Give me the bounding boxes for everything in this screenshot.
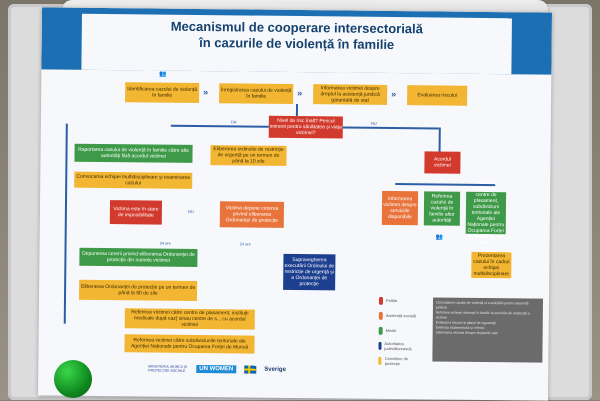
flow-box-inform: Informarea victimei despre dreptul la as… bbox=[313, 84, 388, 105]
sweden-logo: Sverige bbox=[264, 366, 286, 373]
legend: Poliția Asistență socială Medic Autorita… bbox=[378, 293, 419, 368]
flow-box-file-request: Depunerea cererii privind eliberarea Ord… bbox=[79, 247, 198, 267]
poster-title: Mecanismul de cooperare intersectorială … bbox=[82, 18, 512, 55]
legend-item: Poliția bbox=[378, 293, 419, 308]
people-icon: 👥 bbox=[435, 234, 443, 241]
flow-box-emergency-order: Eliberarea ordinului de restricție de ur… bbox=[210, 145, 287, 166]
flow-box-consent: Acordul victimei bbox=[424, 151, 461, 174]
unwomen-logo: UN WOMEN bbox=[196, 364, 237, 374]
flow-box-convene: Convocarea echipei multidisciplinare și … bbox=[74, 171, 193, 189]
flow-box-register: Înregistrarea cazului de violență în fam… bbox=[219, 83, 294, 104]
legend-item: Asistență socială bbox=[378, 308, 419, 323]
poster: Mecanismul de cooperare intersectorială … bbox=[37, 7, 553, 401]
flow-box-issue-order: Eliberarea Ordonanței de protecție pe un… bbox=[78, 279, 198, 301]
note-line: Informarea victimei despre drepturile sa… bbox=[435, 330, 498, 336]
flow-box-present-case: Prezentarea cazului în cadrul echipei mu… bbox=[471, 251, 512, 279]
flow-box-supervision: Supravegherea executării Ordinului de re… bbox=[283, 253, 336, 291]
flow-box-report: Raportarea cazului de violență în famili… bbox=[74, 143, 193, 163]
green-magnet bbox=[54, 360, 92, 398]
arrow-right-icon: » bbox=[203, 87, 209, 98]
time-label: 24 ore bbox=[159, 240, 171, 246]
legend-item: Consiliere de protecție bbox=[378, 353, 418, 368]
flow-box-referral-employment: Referirea victimei către subdiviziunile … bbox=[124, 334, 255, 354]
risk-question-box: Nivel de risc înalt? Pericol iminent pen… bbox=[268, 115, 343, 139]
flow-box-inform-services: Informarea victimei despre serviciile di… bbox=[381, 190, 419, 226]
arrow-right-icon: » bbox=[297, 88, 303, 99]
no-label-small: NU bbox=[187, 208, 194, 214]
flow-box-referral-shelter: Referirea victimei către centre de plasa… bbox=[124, 308, 255, 330]
notes-panel: Constatarea cazului de violență și a sol… bbox=[432, 297, 544, 363]
people-icon: 👥 bbox=[159, 71, 166, 78]
legend-item: Medic bbox=[378, 323, 419, 338]
sweden-flag-icon bbox=[244, 365, 257, 374]
flow-box-risk-eval: Evaluarea riscului bbox=[407, 85, 468, 106]
time-label: 24 ore bbox=[239, 241, 251, 247]
legend-item: Autoritatea judecătorească bbox=[378, 338, 418, 353]
ministry-logo: MINISTERUL MUNCII ȘI PROTECȚIEI SOCIALE bbox=[148, 364, 188, 373]
no-label: NU bbox=[370, 120, 377, 126]
flow-box-identify: Identificarea cazului de violență în fam… bbox=[125, 82, 200, 103]
flow-box-refer-case: Referirea cazului de violență în familie… bbox=[423, 191, 461, 226]
yes-label: DA bbox=[230, 119, 237, 125]
flow-box-refer-victim: Referirea victimei către centre de plasa… bbox=[465, 179, 507, 247]
arrow-right-icon: » bbox=[391, 89, 397, 100]
flow-box-incapacity: Victima este în stare de imposibilitate bbox=[109, 200, 163, 225]
sponsor-logos: MINISTERUL MUNCII ȘI PROTECȚIEI SOCIALE … bbox=[148, 358, 308, 380]
flow-box-victim-request: Victima depune cererea privind eliberare… bbox=[219, 201, 285, 228]
